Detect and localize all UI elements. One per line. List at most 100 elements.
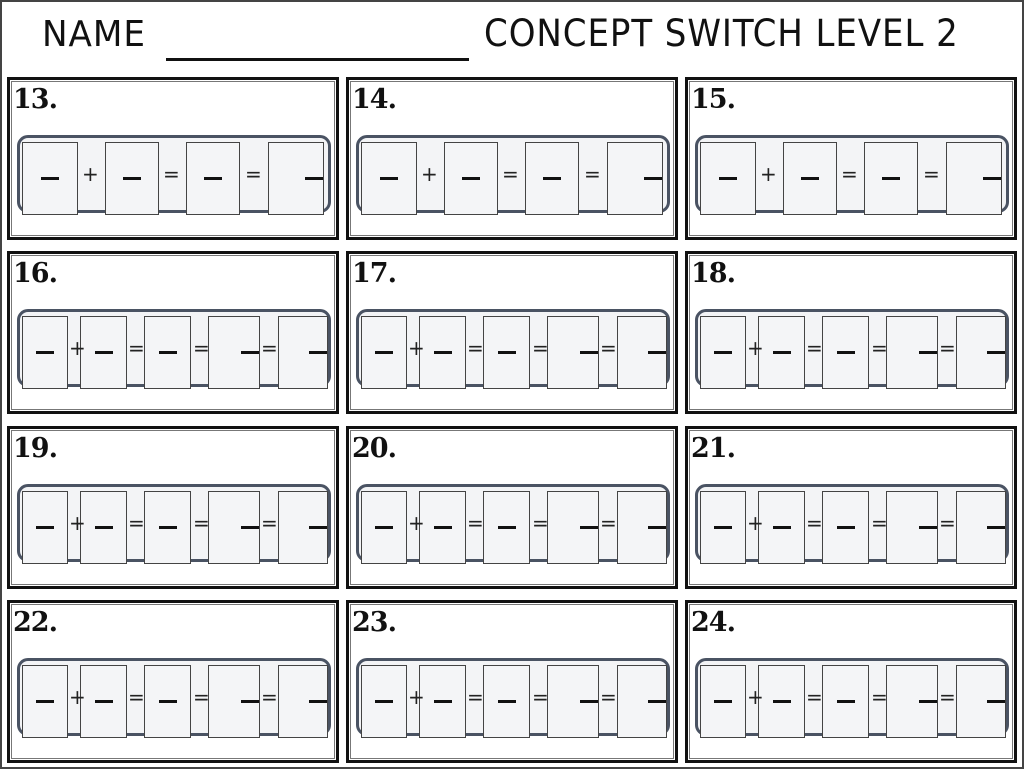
fraction-bar-icon [919,525,937,529]
fraction-answer-box[interactable] [419,491,466,564]
problem-card: 13.+== [7,77,339,240]
name-input-line[interactable] [166,58,469,61]
fraction-bar-icon [375,525,393,529]
fraction-answer-box[interactable] [22,665,68,738]
fraction-answer-box[interactable] [700,142,756,215]
fraction-answer-box[interactable] [956,665,1006,738]
fraction-bar-icon [648,525,666,529]
fraction-answer-box[interactable] [105,142,159,215]
fraction-answer-box[interactable] [547,316,599,389]
fraction-answer-box[interactable] [361,142,417,215]
fraction-answer-box[interactable] [80,316,127,389]
fraction-answer-box[interactable] [483,665,530,738]
fraction-bar-icon [309,350,327,354]
fraction-answer-box[interactable] [886,491,938,564]
equals-sign: = [193,685,210,709]
fraction-equation-strip: +=== [695,309,1009,389]
fraction-bar-icon [433,699,452,703]
fraction-answer-box[interactable] [700,665,746,738]
fraction-answer-box[interactable] [186,142,240,215]
fraction-bar-icon [36,350,54,354]
fraction-bar-icon [580,350,598,354]
fraction-answer-box[interactable] [483,316,530,389]
equals-sign: = [532,685,549,709]
fraction-answer-box[interactable] [361,491,407,564]
fraction-answer-box[interactable] [208,491,260,564]
equals-sign: = [128,336,145,360]
fraction-answer-box[interactable] [525,142,579,215]
fraction-answer-box[interactable] [278,491,328,564]
fraction-answer-box[interactable] [419,316,466,389]
fraction-answer-box[interactable] [419,665,466,738]
fraction-equation-strip: +== [356,135,670,215]
fraction-answer-box[interactable] [208,665,260,738]
fraction-answer-box[interactable] [783,142,837,215]
fraction-answer-box[interactable] [822,316,869,389]
equals-sign: = [939,685,956,709]
problem-card: 17.+=== [346,251,678,414]
fraction-answer-box[interactable] [278,665,328,738]
fraction-answer-box[interactable] [758,665,805,738]
fraction-bar-icon [882,176,900,180]
fraction-answer-box[interactable] [607,142,663,215]
fraction-answer-box[interactable] [617,316,667,389]
fraction-bar-icon [204,176,222,180]
fraction-answer-box[interactable] [822,491,869,564]
fraction-bar-icon [158,525,177,529]
fraction-equation-strip: +=== [17,309,331,389]
fraction-bar-icon [644,176,662,180]
fraction-answer-box[interactable] [617,665,667,738]
fraction-answer-box[interactable] [22,142,78,215]
fraction-answer-box[interactable] [361,316,407,389]
fraction-answer-box[interactable] [700,491,746,564]
fraction-bar-icon [158,350,177,354]
problem-card: 22.+=== [7,600,339,763]
equals-sign: = [261,511,278,535]
fraction-bar-icon [987,699,1005,703]
equals-sign: = [261,685,278,709]
fraction-answer-box[interactable] [700,316,746,389]
fraction-answer-box[interactable] [268,142,324,215]
fraction-bar-icon [801,176,819,180]
fraction-answer-box[interactable] [822,665,869,738]
fraction-answer-box[interactable] [144,491,191,564]
fraction-answer-box[interactable] [547,491,599,564]
equals-sign: = [600,336,617,360]
fraction-answer-box[interactable] [617,491,667,564]
fraction-answer-box[interactable] [864,142,918,215]
fraction-answer-box[interactable] [547,665,599,738]
fraction-answer-box[interactable] [80,491,127,564]
equals-sign: = [923,162,940,186]
fraction-answer-box[interactable] [956,316,1006,389]
problem-number: 23. [352,607,397,638]
fraction-answer-box[interactable] [886,316,938,389]
fraction-bar-icon [919,350,937,354]
fraction-bar-icon [648,350,666,354]
fraction-answer-box[interactable] [144,316,191,389]
fraction-bar-icon [94,350,113,354]
equals-sign: = [128,685,145,709]
fraction-equation-strip: +=== [17,658,331,738]
fraction-bar-icon [836,699,855,703]
fraction-answer-box[interactable] [444,142,498,215]
fraction-bar-icon [41,176,59,180]
fraction-answer-box[interactable] [361,665,407,738]
fraction-answer-box[interactable] [144,665,191,738]
fraction-answer-box[interactable] [483,491,530,564]
fraction-answer-box[interactable] [22,316,68,389]
fraction-answer-box[interactable] [208,316,260,389]
fraction-answer-box[interactable] [956,491,1006,564]
fraction-bar-icon [919,699,937,703]
fraction-equation-strip: +== [17,135,331,215]
problem-number: 21. [691,433,736,464]
fraction-answer-box[interactable] [946,142,1002,215]
worksheet-title: CONCEPT SWITCH LEVEL 2 [484,12,959,55]
fraction-answer-box[interactable] [22,491,68,564]
fraction-answer-box[interactable] [758,491,805,564]
fraction-answer-box[interactable] [80,665,127,738]
problem-number: 15. [691,84,736,115]
fraction-answer-box[interactable] [886,665,938,738]
fraction-answer-box[interactable] [278,316,328,389]
fraction-answer-box[interactable] [758,316,805,389]
fraction-bar-icon [772,699,791,703]
